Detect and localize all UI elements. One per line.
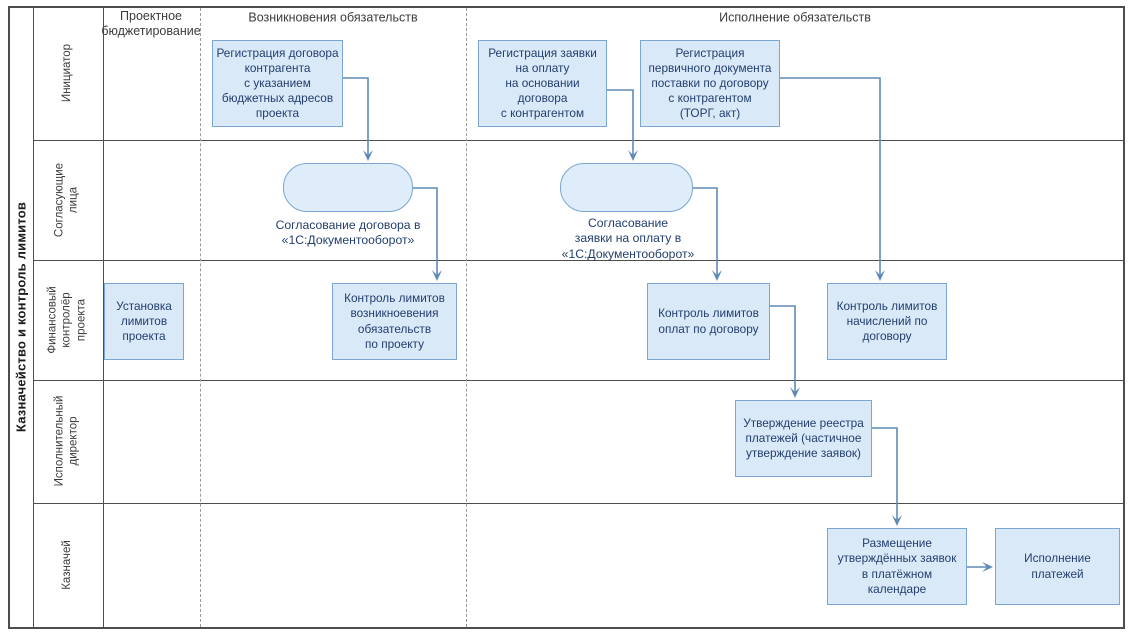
- box-limits-control-obligations: Контроль лимитов возникноевения обязател…: [332, 283, 457, 360]
- box-set-limits: Установка лимитов проекта: [104, 283, 184, 360]
- lane-separator: [33, 260, 1125, 261]
- column-header-project-budgeting: Проектное бюджетирование: [101, 9, 201, 38]
- column-header-obligations-execution: Исполнение обязательств: [719, 10, 871, 25]
- lane-label-financial-controller: Финансовый контролёр проекта: [46, 286, 88, 354]
- lane-label-treasurer: Казначей: [60, 540, 73, 590]
- lane-label-column-separator: [103, 6, 104, 629]
- rounded-contract-approval: [283, 163, 413, 212]
- lane-separator: [33, 503, 1125, 504]
- phase-separator-dashed: [466, 8, 467, 627]
- box-execute-payments: Исполнение платежей: [995, 528, 1120, 605]
- box-limits-control-payments: Контроль лимитов оплат по договору: [647, 283, 770, 360]
- title-band-separator: [33, 6, 34, 629]
- label-contract-approval: Согласование договора в «1С:Документообо…: [275, 217, 421, 247]
- box-limits-control-accruals: Контроль лимитов начислений по договору: [827, 283, 947, 360]
- lane-label-executive-director: Исполнительный директор: [53, 395, 80, 487]
- lane-separator: [33, 140, 1125, 141]
- rounded-payment-request-approval: [560, 163, 693, 212]
- lane-label-initiator: Инициатор: [60, 43, 73, 103]
- phase-separator-dashed: [200, 8, 201, 627]
- box-register-payment-request: Регистрация заявки на оплату на основани…: [478, 40, 607, 127]
- diagram-title-vertical: Казначейство и контроль лимитов: [13, 201, 29, 433]
- box-approve-registry: Утверждение реестра платежей (частичное …: [735, 400, 872, 477]
- box-register-contract: Регистрация договора контрагента с указа…: [212, 40, 343, 127]
- lane-separator: [33, 380, 1125, 381]
- box-register-primary-doc: Регистрация первичного документа поставк…: [640, 40, 780, 127]
- diagram-outer-border: [8, 6, 1125, 629]
- box-place-requests: Размещение утверждённых заявок в платёжн…: [827, 528, 967, 605]
- column-header-obligations-origination: Возникновения обязательств: [248, 10, 418, 25]
- lane-label-approvers: Согласующие лица: [53, 162, 80, 238]
- label-payment-request-approval: Согласование заявки на оплату в «1С:Доку…: [561, 216, 695, 261]
